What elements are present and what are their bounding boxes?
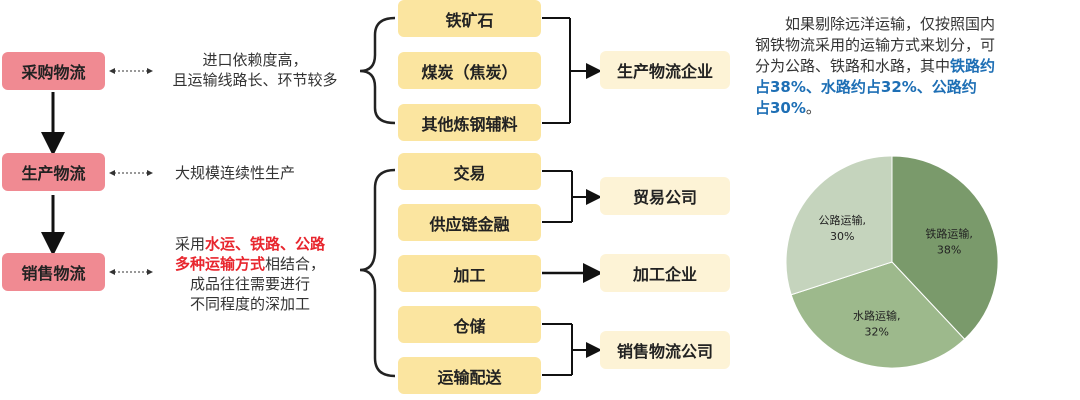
paragraph-line3-bold: 铁路约 <box>950 57 996 75</box>
pie-slice-2 <box>785 155 893 296</box>
procurement-description: 进口依赖度高， 且运输线路长、环节较多 <box>150 50 360 90</box>
item-processing: 加工 <box>398 255 541 292</box>
paragraph-line2: 钢铁物流采用的运输方式来划分，可 <box>755 36 996 54</box>
sales-description: 采用水运、铁路、公路 多种运输方式相结合， 成品往往需要进行 不同程度的深加工 <box>150 234 350 314</box>
item-trade: 交易 <box>398 153 541 190</box>
item-iron-ore: 铁矿石 <box>398 0 541 37</box>
transport-pie-chart: 铁路运输, 38% 水路运输, 32% 公路运输, 30% <box>785 155 999 369</box>
production-logistics-box: 生产物流 <box>2 153 105 191</box>
sales-desc-prefix: 采用 <box>174 235 205 253</box>
brace-bottom <box>359 168 396 378</box>
item-storage: 仓储 <box>398 306 541 343</box>
pie-slice-0 <box>891 155 999 340</box>
paragraph-line5-bold: 占30% <box>755 99 806 117</box>
bracket-trading <box>542 170 602 223</box>
bracket-production <box>542 17 602 124</box>
procurement-desc-line2: 且运输线路长、环节较多 <box>172 71 338 89</box>
company-sales-logistics: 销售物流公司 <box>600 331 730 369</box>
sales-desc-line4: 不同程度的深加工 <box>189 295 310 313</box>
item-transport-delivery: 运输配送 <box>398 357 541 394</box>
pie-label-0: 铁路运输, <box>925 226 973 240</box>
sales-desc-suffix: 相结合， <box>265 255 326 273</box>
transport-share-paragraph: 如果剔除远洋运输，仅按照国内 钢铁物流采用的运输方式来划分，可 分为公路、铁路和… <box>755 14 1045 119</box>
company-processing: 加工企业 <box>600 254 730 292</box>
brace-top <box>359 16 396 125</box>
item-supply-chain-finance: 供应链金融 <box>398 204 541 241</box>
item-other-materials: 其他炼钢辅料 <box>398 104 541 141</box>
sales-desc-line2: 多种运输方式相结合， <box>150 254 350 274</box>
pie-slice-1 <box>790 261 966 369</box>
item-coal: 煤炭（焦炭） <box>398 52 541 89</box>
sales-desc-line1: 采用水运、铁路、公路 <box>150 234 350 254</box>
sales-desc-highlight2: 多种运输方式 <box>174 255 265 273</box>
pie-value-2: 30% <box>830 230 854 243</box>
pie-value-0: 38% <box>937 243 961 256</box>
sales-desc-line3: 成品往往需要进行 <box>189 275 310 293</box>
paragraph-line4: 占38%、水路约占32%、公路约 <box>755 78 977 96</box>
pie-value-1: 32% <box>864 326 888 339</box>
paragraph-line5-end: 。 <box>805 99 821 117</box>
sales-logistics-box: 销售物流 <box>2 253 105 291</box>
pie-label-1: 水路运输, <box>853 309 901 323</box>
paragraph-line5: 占30%。 <box>755 98 1045 119</box>
company-production-logistics: 生产物流企业 <box>600 51 730 89</box>
paragraph-line3-normal: 分为公路、铁路和水路，其中 <box>755 57 951 75</box>
paragraph-line1: 如果剔除远洋运输，仅按照国内 <box>785 15 996 33</box>
sales-desc-highlight1: 水运、铁路、公路 <box>205 235 326 253</box>
pie-labels: 铁路运输, 38% 水路运输, 32% 公路运输, 30% <box>819 213 973 339</box>
procurement-desc-line1: 进口依赖度高， <box>202 51 308 69</box>
bracket-sales-logistics <box>542 323 602 376</box>
paragraph-line3: 分为公路、铁路和水路，其中铁路约 <box>755 56 1045 77</box>
pie-label-2: 公路运输, <box>819 213 867 227</box>
pie-slices <box>785 155 999 369</box>
production-description: 大规模连续性生产 <box>174 164 295 182</box>
procurement-logistics-box: 采购物流 <box>2 52 105 90</box>
company-trading: 贸易公司 <box>600 177 730 215</box>
